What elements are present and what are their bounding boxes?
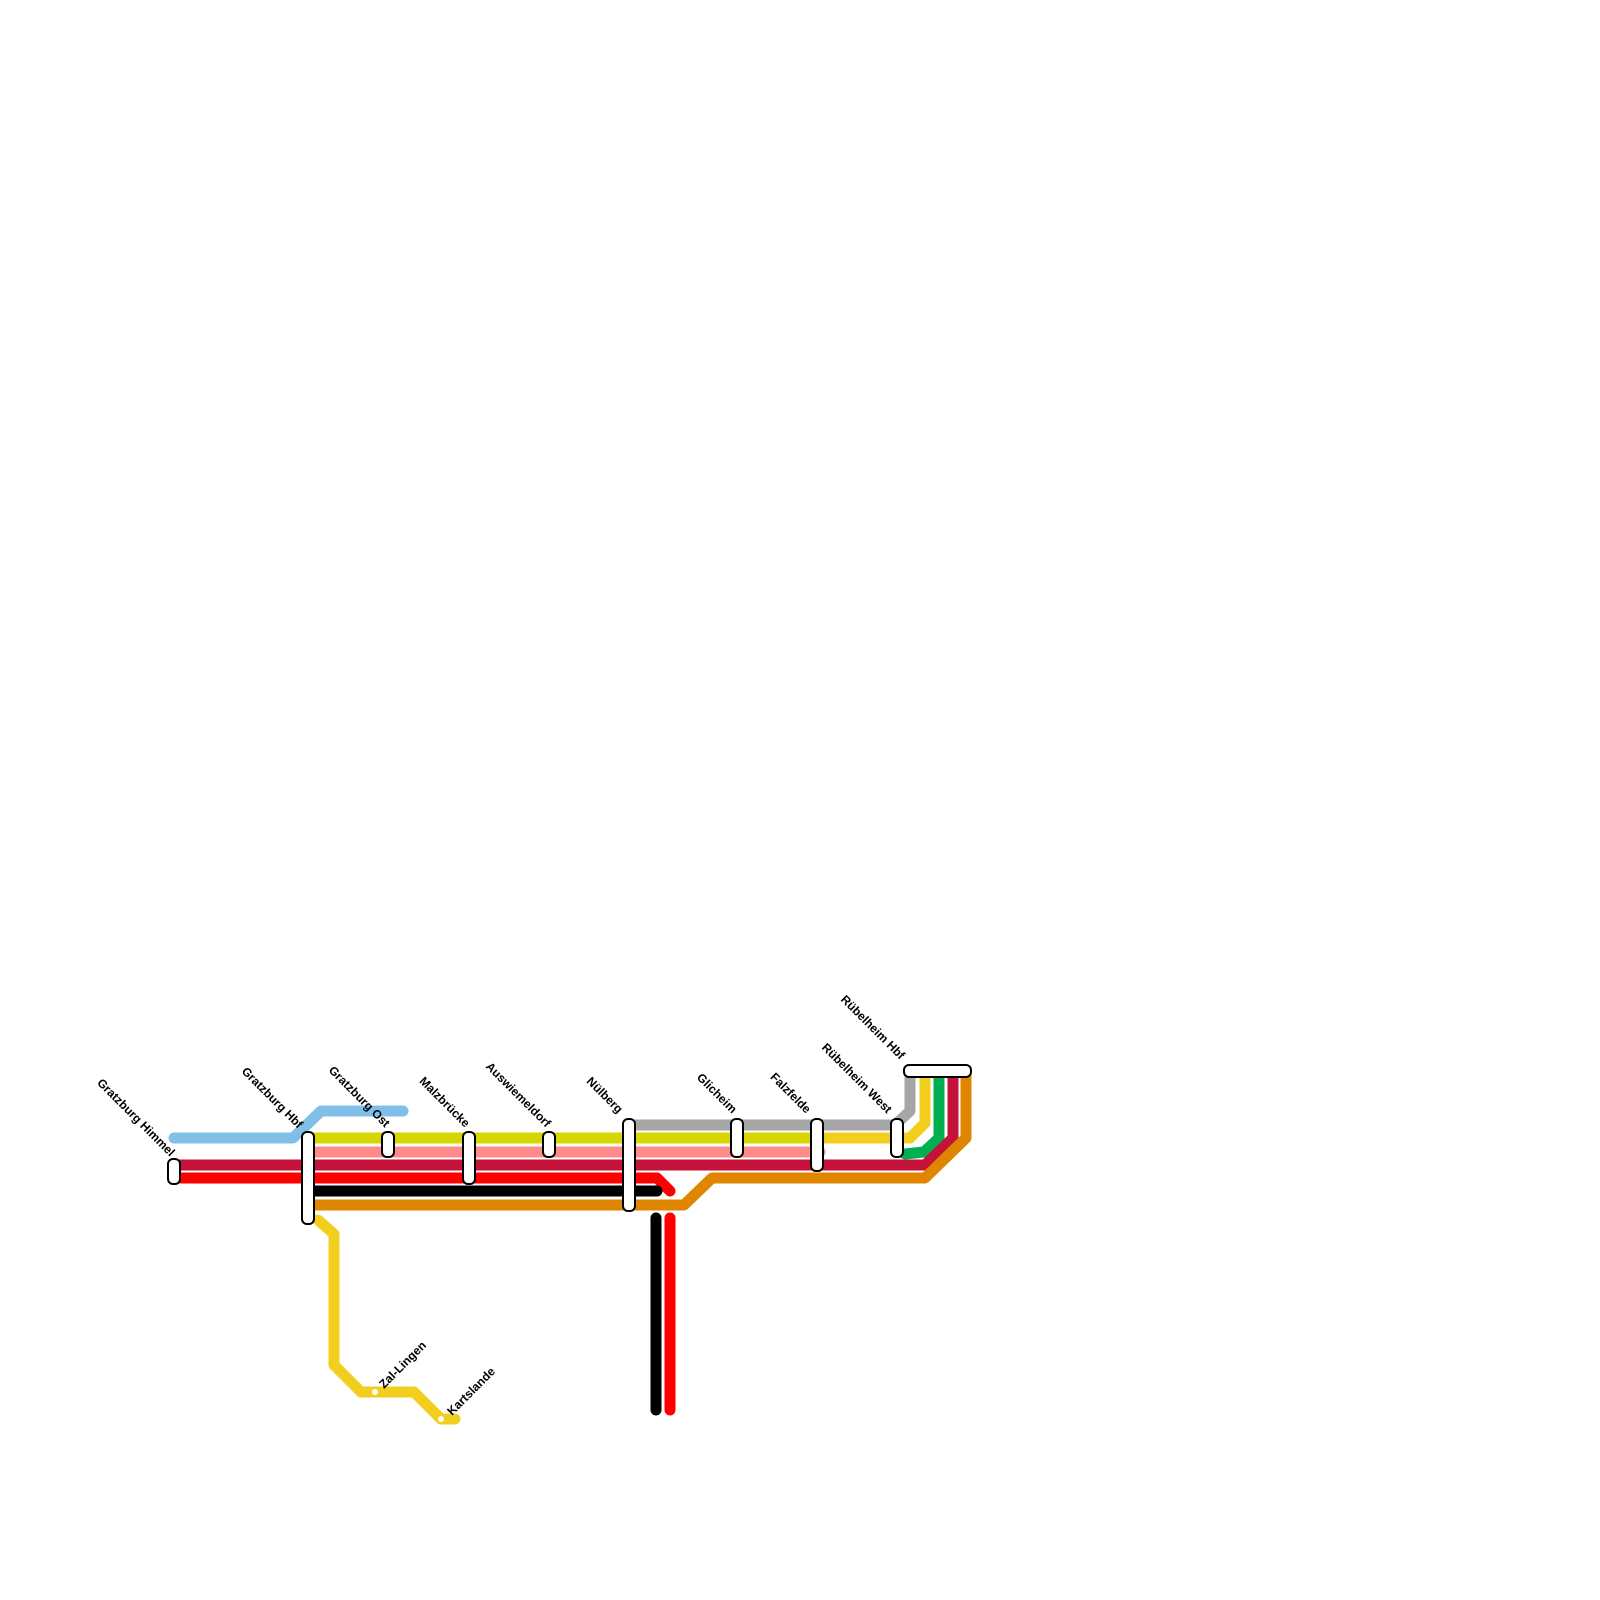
station-marker-nuelberg[interactable] (622, 1118, 636, 1212)
station-marker-zal-lingen[interactable] (372, 1389, 378, 1395)
station-marker-gratzburg-ost[interactable] (381, 1131, 395, 1158)
crimson-line (168, 1066, 959, 1171)
station-marker-auswiemeldorf[interactable] (542, 1131, 556, 1158)
station-marker-kartslande[interactable] (438, 1416, 444, 1422)
station-marker-gratzburg-hbf[interactable] (301, 1131, 315, 1225)
green-line (899, 1066, 945, 1160)
gray-line (622, 1066, 916, 1131)
station-marker-malzbruecke[interactable] (462, 1131, 476, 1185)
orange-line (302, 1066, 972, 1211)
light-blue-line (168, 1105, 409, 1144)
station-marker-ruebelheim-west[interactable] (890, 1118, 904, 1158)
red-line (168, 1172, 676, 1197)
station-marker-gratzburg-himmel[interactable] (167, 1158, 181, 1185)
station-marker-glicheim[interactable] (730, 1118, 744, 1158)
station-marker-ruebelheim-hbf[interactable] (903, 1064, 972, 1078)
station-marker-falzfelde[interactable] (810, 1118, 824, 1172)
